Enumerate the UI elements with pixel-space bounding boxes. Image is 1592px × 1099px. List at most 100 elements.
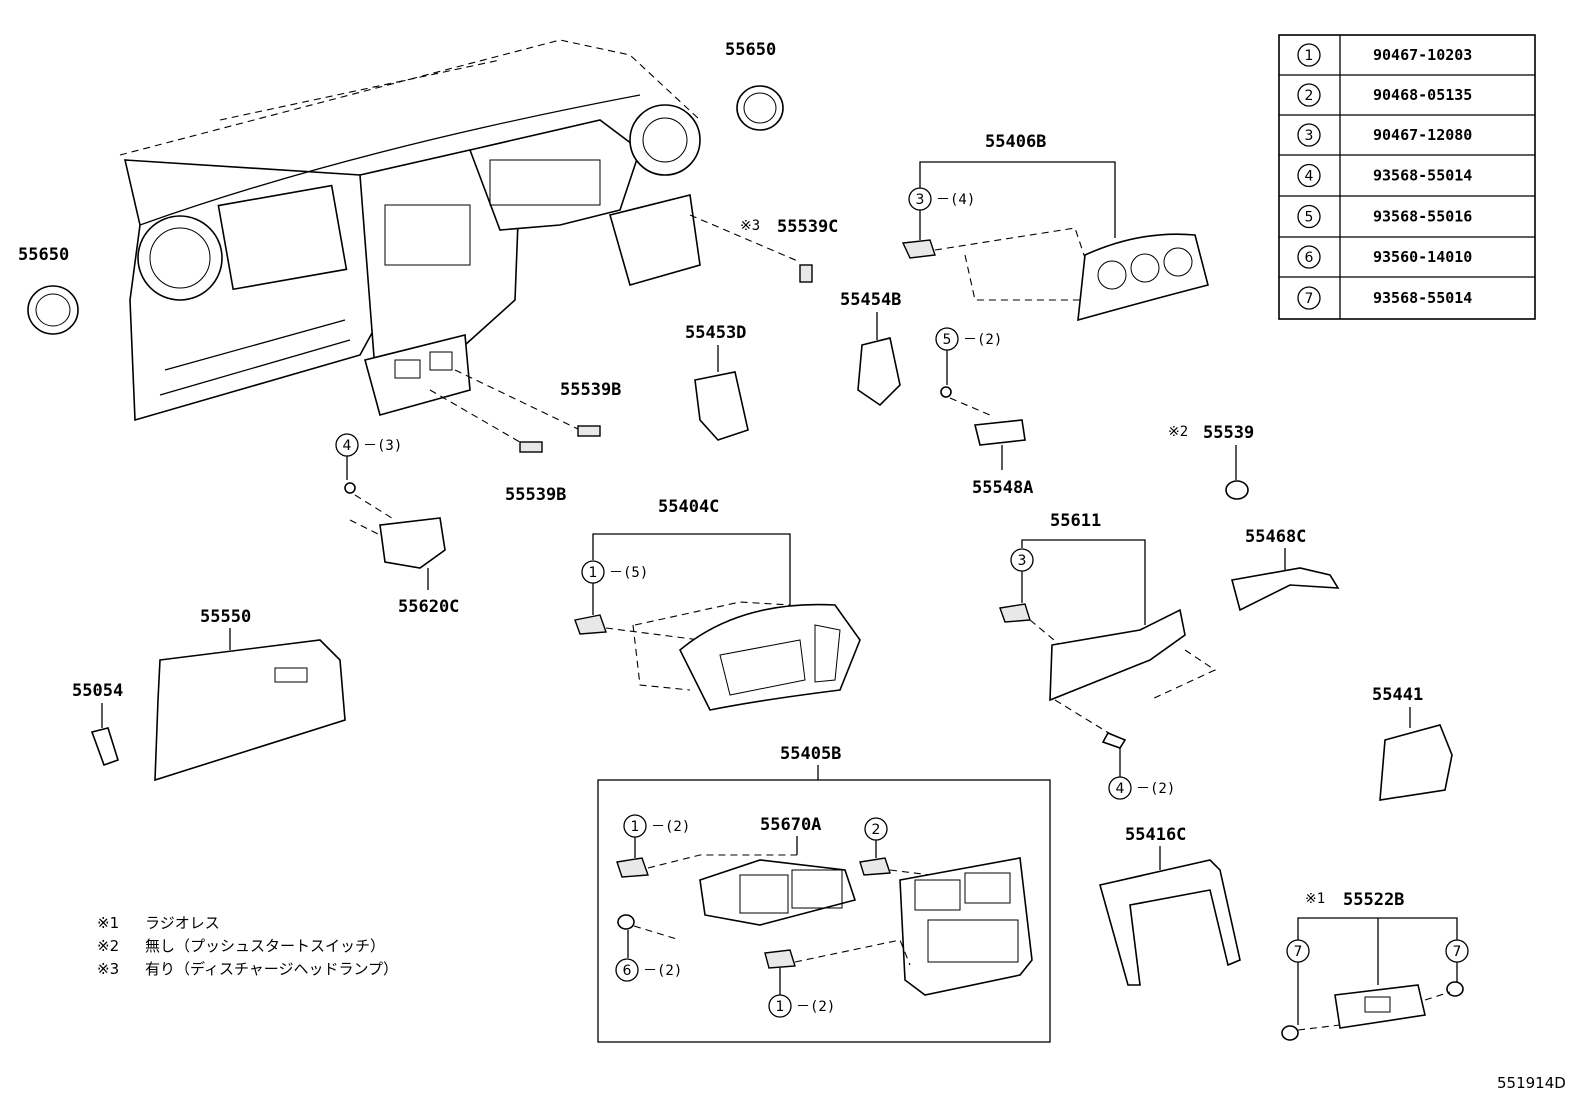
clip-55539B-lower [519,441,543,453]
label-55454B: 55454B [840,290,901,310]
part-55453D [694,371,749,441]
mark-1-55522B: ※1 [1305,891,1325,907]
table-num-circle [1297,163,1321,188]
figure-id: 551914D [1497,1074,1566,1092]
callout-3-55406B: 3 －(4) [908,187,975,211]
callout-1-55404C: 1 －(5) [581,560,648,584]
label-55539B-lower: 55539B [505,485,566,505]
instrument-panel-drawing [119,39,801,446]
note-3-text: 有り（ディスチャージヘッドランプ） [145,960,398,978]
label-55650-left: 55650 [18,245,69,265]
callout-4-55620C: 4 －(3) [335,433,402,457]
svg-text:－(2): －(2) [796,999,835,1015]
register-55670A [699,859,857,926]
svg-text:－(4): －(4) [936,192,975,208]
table-row: 5 93568-55016 [1297,204,1472,229]
svg-text:7: 7 [1294,944,1303,960]
label-55548A: 55548A [972,478,1033,498]
clip-55539C [799,264,813,283]
table-num-circle [1297,245,1321,269]
garnish-55611 [1049,608,1186,702]
table-num: 3 [1305,128,1314,144]
label-55441: 55441 [1372,685,1423,705]
glovebox-55550 [154,639,346,782]
table-part-number: 93568-55016 [1373,208,1472,226]
box-55405B [597,779,1051,1043]
svg-text:4: 4 [343,438,352,454]
svg-text:－(2): －(2) [963,332,1002,348]
vent-55650-top [736,85,784,131]
svg-text:1: 1 [589,565,598,581]
table-num: 4 [1305,169,1314,185]
label-55054: 55054 [72,681,123,701]
note-2-text: 無し（プッシュスタートスイッチ） [145,937,385,955]
callout-7-55522B-right: 7 [1445,939,1469,963]
table-row: 4 93568-55014 [1297,163,1472,188]
callout-7-55522B-left: 7 [1286,939,1310,963]
table-num-circle [1297,43,1321,67]
callout-6-55405B-bl: 6 －(2) [615,958,682,982]
label-55670A: 55670A [760,815,821,835]
bracket-55468C [1231,567,1340,612]
table-part-number: 90467-12080 [1373,126,1472,144]
clip-55539B-upper [577,425,601,437]
svg-text:－(5): －(5) [609,565,648,581]
vent-55620C [379,517,446,569]
svg-text:3: 3 [916,192,925,208]
table-num: 7 [1305,291,1314,307]
table-num-circle [1297,83,1321,107]
callout-3-55611: 3 [1010,548,1034,572]
svg-text:－(2): －(2) [643,963,682,979]
table-row: 3 90467-12080 [1297,123,1472,147]
svg-text:7: 7 [1453,944,1462,960]
footnotes: ※1 ラジオレス ※2 無し（プッシュスタートスイッチ） ※3 有り（ディスチャ… [97,914,398,978]
svg-text:1: 1 [776,999,785,1015]
table-row: 7 93568-55014 [1297,286,1472,310]
label-55620C: 55620C [398,597,459,617]
svg-text:－(2): －(2) [651,819,690,835]
bracket-55416C [1099,859,1241,986]
label-55404C: 55404C [658,497,719,517]
table-num: 2 [1305,88,1314,104]
svg-text:－(2): －(2) [1136,781,1175,797]
callout-1-55405B-bm: 1 －(2) [768,994,835,1018]
svg-text:6: 6 [623,963,632,979]
cover-55522B [1334,984,1426,1029]
note-3-mark: ※3 [97,960,119,978]
table-row: 1 90467-10203 [1297,43,1472,67]
table-num: 5 [1305,210,1314,226]
table-part-number: 93568-55014 [1373,289,1472,307]
note-1-mark: ※1 [97,914,119,932]
vent-55650-left [27,285,79,335]
svg-text:－(3): －(3) [363,438,402,454]
label-55650-top: 55650 [725,40,776,60]
label-55468C: 55468C [1245,527,1306,547]
label-55453D: 55453D [685,323,746,343]
mark-3-55539C: ※3 [740,218,760,234]
table-part-number: 90467-10203 [1373,46,1472,64]
part-55454B [857,337,901,407]
table-num: 1 [1305,48,1314,64]
table-num-circle [1297,123,1321,147]
switch-55548A [974,419,1026,446]
callout-2-55405B-tr: 2 [864,817,888,841]
label-55539: 55539 [1203,423,1254,443]
table-num-circle [1297,204,1321,229]
box-55441 [1379,724,1453,801]
label-55611: 55611 [1050,511,1101,531]
note-2-mark: ※2 [97,937,119,955]
table-part-number: 93568-55014 [1373,167,1472,185]
table-num: 6 [1305,250,1314,266]
svg-text:1: 1 [631,819,640,835]
svg-text:3: 3 [1018,553,1027,569]
svg-text:4: 4 [1116,781,1125,797]
note-1-text: ラジオレス [145,914,220,932]
bracket-55054 [90,727,119,767]
callout-5-55548A: 5 －(2) [935,327,1002,351]
label-55522B: 55522B [1343,890,1404,910]
label-55416C: 55416C [1125,825,1186,845]
